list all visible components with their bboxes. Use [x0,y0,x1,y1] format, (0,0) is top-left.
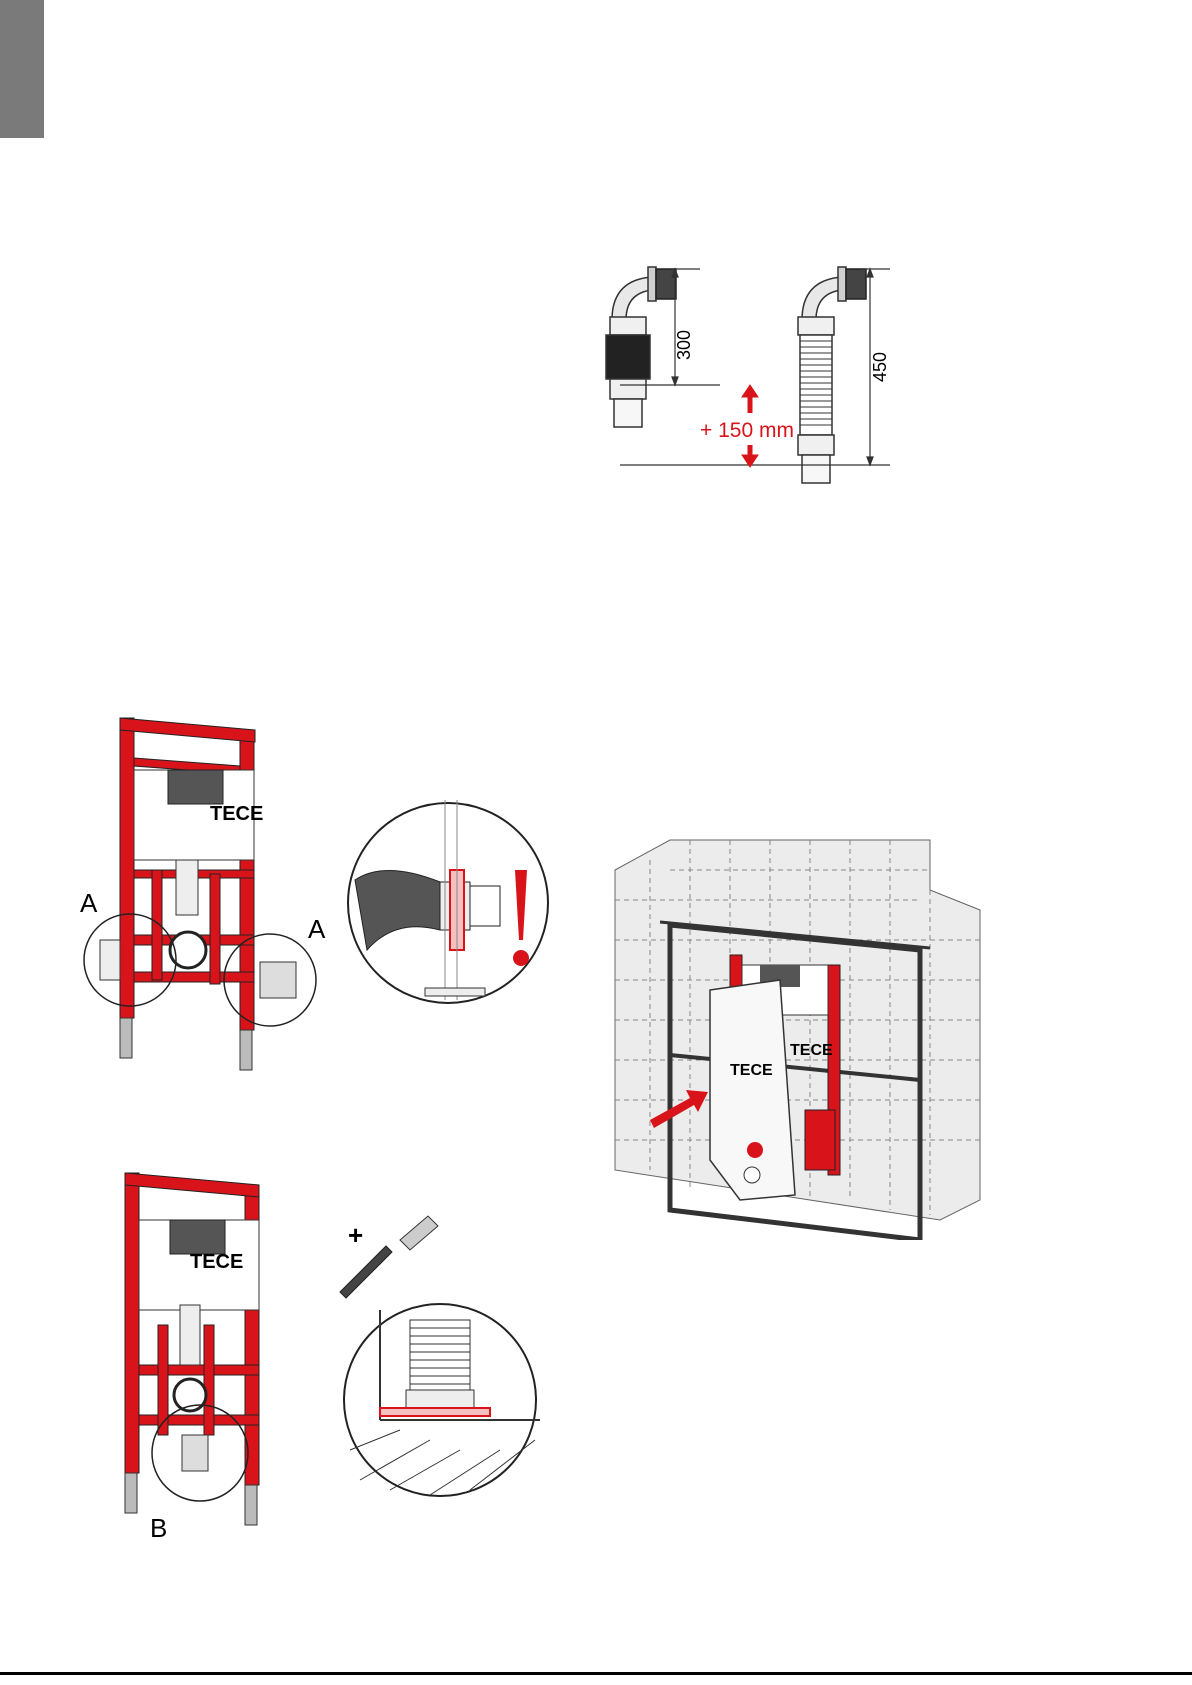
frame-drawing [84,718,316,1070]
plus-sign: + [348,1220,363,1250]
frame-callout-a-figure: TECE A A [60,710,350,1100]
panel-logo: TECE [730,1062,773,1079]
short-pipe-drawing [606,267,676,427]
long-length-label: 450 [870,352,890,382]
wall-installation-figure: TECE TECE [590,830,990,1240]
long-pipe-drawing [798,267,866,483]
callout-a-left: A [80,888,98,918]
extension-label: + 150 mm [700,419,794,442]
anchor-parts: + [330,1210,460,1300]
section-tab [0,0,44,138]
cover-panel [710,980,795,1200]
wall-plug-icon [400,1216,438,1250]
threaded-rod-icon [340,1246,392,1298]
callout-a-right: A [308,914,326,944]
pipe-connection-detail [345,800,555,1010]
callout-b: B [150,1513,167,1543]
short-length-label: 300 [674,330,694,360]
floor-fixing-detail [340,1300,550,1500]
frame-logo-wall: TECE [790,1042,833,1059]
frame-drawing-b [125,1173,259,1525]
page-bottom-rule [0,1672,1192,1675]
pipe-length-figure: 300 450 + 150 mm [590,255,950,505]
frame-callout-b-figure: TECE B [120,1165,300,1545]
frame-logo: TECE [210,803,263,825]
frame-logo-b: TECE [190,1251,243,1273]
